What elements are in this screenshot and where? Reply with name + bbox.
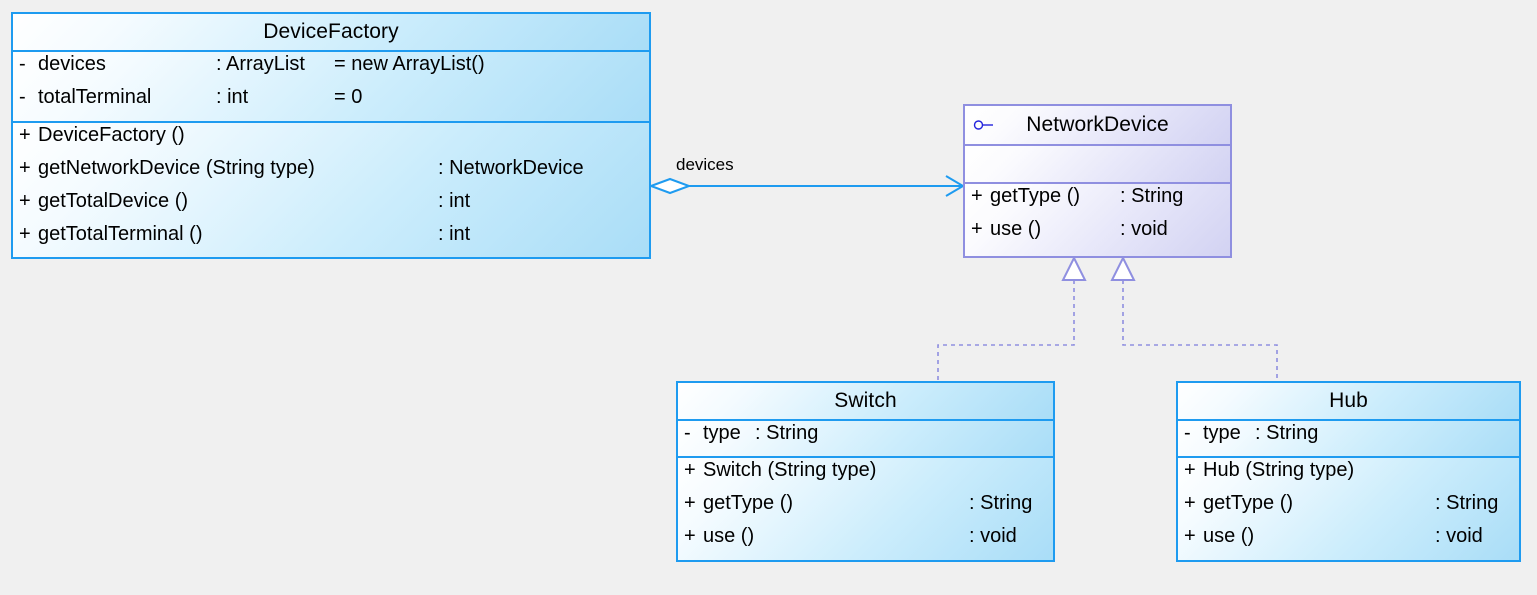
aggregation-arrowhead <box>945 175 965 197</box>
operation-signature: getType () <box>990 185 1081 207</box>
operation-row: + getTotalDevice () : int <box>13 191 649 224</box>
operation-row: + use () : void <box>1178 526 1519 559</box>
operation-row: + getTotalTerminal () : int <box>13 224 649 257</box>
operation-return-type: : void <box>1435 525 1483 547</box>
class-box-switch[interactable]: Switch - type : String + Switch (String … <box>676 381 1055 562</box>
operations-compartment-switch: + Switch (String type) + getType () : St… <box>678 456 1053 560</box>
operation-row: + use () : void <box>965 219 1230 252</box>
operation-row: + getType () : String <box>678 493 1053 526</box>
interface-lollipop-icon <box>973 120 993 130</box>
visibility-marker: + <box>19 223 31 245</box>
operations-compartment-devicefactory: + DeviceFactory () + getNetworkDevice (S… <box>13 121 649 257</box>
visibility-marker: + <box>1184 459 1196 481</box>
class-title-networkdevice: NetworkDevice <box>965 106 1230 144</box>
realization-line-switch <box>937 280 1075 381</box>
operation-row: + getType () : String <box>965 186 1230 219</box>
visibility-marker: + <box>971 218 983 240</box>
class-name-networkdevice: NetworkDevice <box>1026 113 1169 136</box>
operations-compartment-networkdevice: + getType () : String + use () : void <box>965 182 1230 256</box>
class-box-networkdevice[interactable]: NetworkDevice + getType () : String + us… <box>963 104 1232 258</box>
class-box-hub[interactable]: Hub - type : String + Hub (String type) … <box>1176 381 1521 562</box>
attributes-compartment-networkdevice <box>965 144 1230 182</box>
operation-signature: getType () <box>1203 492 1294 514</box>
class-name-switch: Switch <box>834 389 897 412</box>
aggregation-devicefactory-networkdevice <box>648 175 965 197</box>
attribute-type: : String <box>1255 422 1319 444</box>
visibility-marker: - <box>19 53 26 75</box>
operation-return-type: : NetworkDevice <box>438 157 584 179</box>
class-box-devicefactory[interactable]: DeviceFactory - devices : ArrayList = ne… <box>11 12 651 259</box>
operation-return-type: : void <box>969 525 1017 547</box>
operation-return-type: : int <box>438 190 471 212</box>
operation-return-type: : void <box>1120 218 1168 240</box>
visibility-marker: - <box>684 422 691 444</box>
attribute-type: : int <box>216 86 249 108</box>
operation-row: + getType () : String <box>1178 493 1519 526</box>
class-title-switch: Switch <box>678 383 1053 419</box>
operation-signature: Switch (String type) <box>703 459 877 481</box>
operation-signature: use () <box>703 525 755 547</box>
attribute-name: totalTerminal <box>38 86 152 108</box>
operation-return-type: : String <box>969 492 1033 514</box>
operation-return-type: : String <box>1120 185 1184 207</box>
attribute-name: type <box>703 422 741 444</box>
attributes-compartment-hub: - type : String <box>1178 419 1519 456</box>
realization-line-hub <box>1122 280 1278 381</box>
attribute-type: : ArrayList <box>216 53 305 75</box>
visibility-marker: + <box>684 525 696 547</box>
realization-hub-networkdevice <box>1110 255 1278 381</box>
realization-triangle-hub <box>1110 255 1136 281</box>
operation-signature: getTotalDevice () <box>38 190 189 212</box>
visibility-marker: - <box>1184 422 1191 444</box>
attribute-row: - type : String <box>1178 423 1519 456</box>
realization-triangle-switch <box>1061 255 1087 281</box>
operation-row: + Hub (String type) <box>1178 460 1519 493</box>
attribute-default-value: = 0 <box>334 86 363 108</box>
realization-switch-networkdevice <box>937 255 1087 381</box>
class-name-hub: Hub <box>1329 389 1368 412</box>
class-title-devicefactory: DeviceFactory <box>13 14 649 50</box>
attribute-name: devices <box>38 53 106 75</box>
association-label-devices: devices <box>676 155 734 174</box>
visibility-marker: + <box>19 190 31 212</box>
operation-signature: use () <box>1203 525 1255 547</box>
attribute-type: : String <box>755 422 819 444</box>
operation-row: + DeviceFactory () <box>13 125 649 158</box>
operation-return-type: : int <box>438 223 471 245</box>
attribute-name: type <box>1203 422 1241 444</box>
visibility-marker: + <box>971 185 983 207</box>
operation-signature: use () <box>990 218 1042 240</box>
operation-signature: getNetworkDevice (String type) <box>38 157 315 179</box>
attribute-row: - devices : ArrayList = new ArrayList() <box>13 54 649 87</box>
attribute-row: - totalTerminal : int = 0 <box>13 87 649 120</box>
class-name-devicefactory: DeviceFactory <box>263 20 399 43</box>
visibility-marker: + <box>1184 492 1196 514</box>
operation-signature: getType () <box>703 492 794 514</box>
operations-compartment-hub: + Hub (String type) + getType () : Strin… <box>1178 456 1519 560</box>
operation-signature: Hub (String type) <box>1203 459 1355 481</box>
attributes-compartment-devicefactory: - devices : ArrayList = new ArrayList() … <box>13 50 649 121</box>
visibility-marker: + <box>1184 525 1196 547</box>
operation-signature: DeviceFactory () <box>38 124 185 146</box>
visibility-marker: - <box>19 86 26 108</box>
operation-return-type: : String <box>1435 492 1499 514</box>
operation-row: + Switch (String type) <box>678 460 1053 493</box>
operation-signature: getTotalTerminal () <box>38 223 203 245</box>
visibility-marker: + <box>19 124 31 146</box>
attribute-row: - type : String <box>678 423 1053 456</box>
attribute-default-value: = new ArrayList() <box>334 53 485 75</box>
visibility-marker: + <box>684 492 696 514</box>
operation-row: + getNetworkDevice (String type) : Netwo… <box>13 158 649 191</box>
aggregation-diamond <box>648 177 692 195</box>
attributes-compartment-switch: - type : String <box>678 419 1053 456</box>
visibility-marker: + <box>19 157 31 179</box>
visibility-marker: + <box>684 459 696 481</box>
class-title-hub: Hub <box>1178 383 1519 419</box>
operation-row: + use () : void <box>678 526 1053 559</box>
